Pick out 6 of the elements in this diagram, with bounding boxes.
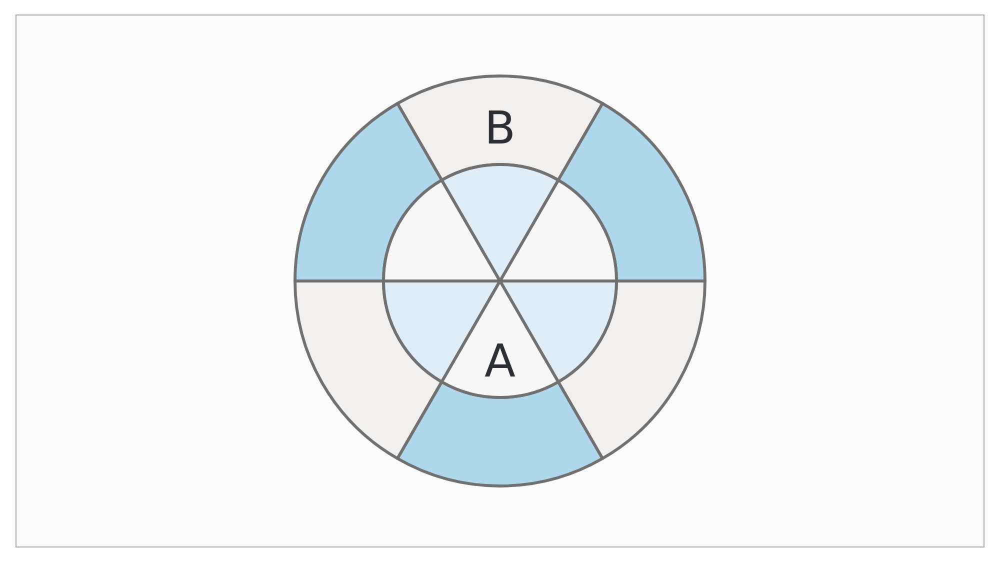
ring-segment <box>294 102 444 282</box>
ring-segment <box>556 102 706 282</box>
pie-sector: A <box>440 280 560 399</box>
ring-segment: B <box>396 74 604 182</box>
ring-segment <box>396 380 604 488</box>
pie-sector <box>440 163 560 282</box>
